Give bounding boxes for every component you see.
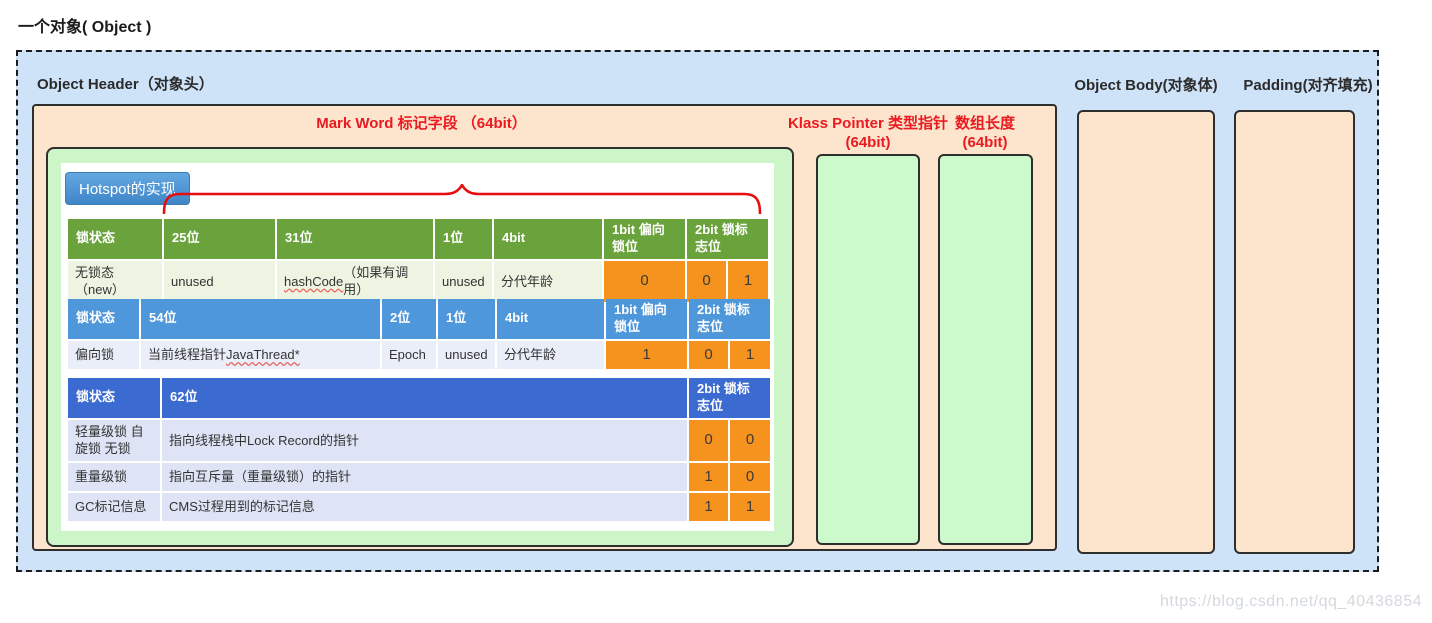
column-header: 2bit 锁标志位 bbox=[687, 219, 768, 259]
column-header: 1位 bbox=[438, 299, 495, 339]
column-header: 1位 bbox=[435, 219, 492, 259]
table-cell: 指向线程栈中Lock Record的指针 bbox=[162, 419, 687, 461]
array-length-box bbox=[938, 154, 1033, 545]
watermark: https://blog.csdn.net/qq_40436854 bbox=[1159, 593, 1422, 610]
bit-flag-cell: 0 bbox=[687, 260, 726, 302]
table-cell: 轻量级锁 自旋锁 无锁 bbox=[68, 419, 160, 461]
column-header: 25位 bbox=[164, 219, 275, 259]
table-cell: unused bbox=[164, 260, 275, 302]
klass-pointer-label-line2: (64bit) bbox=[845, 133, 891, 151]
column-header: 54位 bbox=[141, 299, 380, 339]
bit-flag-cell: 0 bbox=[730, 462, 770, 491]
column-header: 1bit 偏向锁位 bbox=[604, 219, 685, 259]
column-header: 1bit 偏向锁位 bbox=[606, 299, 687, 339]
bit-flag-cell: 1 bbox=[689, 462, 728, 491]
table-cell: 分代年龄 bbox=[497, 340, 604, 369]
table-cell: unused bbox=[435, 260, 492, 302]
object-container: Object Header（对象头） Object Body(对象体) Padd… bbox=[16, 50, 1379, 572]
column-header: 锁状态 bbox=[68, 299, 139, 339]
bit-flag-cell: 1 bbox=[606, 340, 687, 369]
object-body-box bbox=[1077, 110, 1215, 554]
padding-box bbox=[1234, 110, 1355, 554]
page-title: 一个对象( Object ) bbox=[18, 19, 152, 36]
klass-pointer-label: Klass Pointer 类型指针 (64bit) bbox=[728, 115, 1008, 153]
object-body-label: Object Body(对象体) bbox=[1074, 77, 1218, 94]
column-header: 2bit 锁标志位 bbox=[689, 299, 770, 339]
hotspot-badge: Hotspot的实现 bbox=[65, 172, 190, 205]
table-cell: 指向互斥量（重量级锁）的指针 bbox=[162, 462, 687, 491]
klass-pointer-label-line1: Klass Pointer 类型指针 bbox=[787, 115, 949, 132]
column-header: 2位 bbox=[382, 299, 436, 339]
klass-pointer-box bbox=[816, 154, 920, 545]
table-cell: 重量级锁 bbox=[68, 462, 160, 491]
object-header-label: Object Header（对象头） bbox=[37, 76, 214, 93]
table-cell: 当前线程指针 JavaThread* bbox=[141, 340, 380, 369]
padding-label: Padding(对齐填充) bbox=[1243, 77, 1373, 94]
column-header: 锁状态 bbox=[68, 219, 162, 259]
highlighted-term: hashCode bbox=[284, 273, 344, 289]
bit-flag-cell: 0 bbox=[604, 260, 685, 302]
array-length-label: 数组长度 (64bit) bbox=[885, 115, 1085, 153]
table-cell: hashCode（如果有调用） bbox=[277, 260, 433, 302]
table-cell: unused bbox=[438, 340, 495, 369]
table-cell: CMS过程用到的标记信息 bbox=[162, 492, 687, 521]
bit-flag-cell: 1 bbox=[730, 492, 770, 521]
array-length-label-line1: 数组长度 bbox=[954, 115, 1015, 132]
table-cell: 无锁态（new） bbox=[68, 260, 162, 302]
array-length-label-line2: (64bit) bbox=[962, 133, 1008, 151]
object-header-section: Mark Word 标记字段 （64bit） Klass Pointer 类型指… bbox=[32, 104, 1057, 551]
column-header: 31位 bbox=[277, 219, 433, 259]
bit-flag-cell: 0 bbox=[689, 340, 728, 369]
highlighted-term: JavaThread* bbox=[226, 347, 300, 362]
table-cell: GC标记信息 bbox=[68, 492, 160, 521]
bit-flag-cell: 1 bbox=[728, 260, 768, 302]
column-header: 2bit 锁标志位 bbox=[689, 378, 770, 418]
column-header: 4bit bbox=[494, 219, 602, 259]
bit-flag-cell: 1 bbox=[730, 340, 770, 369]
column-header: 4bit bbox=[497, 299, 604, 339]
bit-flag-cell: 0 bbox=[689, 419, 728, 461]
mark-word-label: Mark Word 标记字段 （64bit） bbox=[316, 115, 527, 132]
table-cell: Epoch bbox=[382, 340, 436, 369]
column-header: 62位 bbox=[162, 378, 687, 418]
column-header: 锁状态 bbox=[68, 378, 160, 418]
curly-brace bbox=[162, 184, 762, 214]
table-cell: 分代年龄 bbox=[494, 260, 602, 302]
bit-flag-cell: 1 bbox=[689, 492, 728, 521]
bit-flag-cell: 0 bbox=[730, 419, 770, 461]
table-cell: 偏向锁 bbox=[68, 340, 139, 369]
